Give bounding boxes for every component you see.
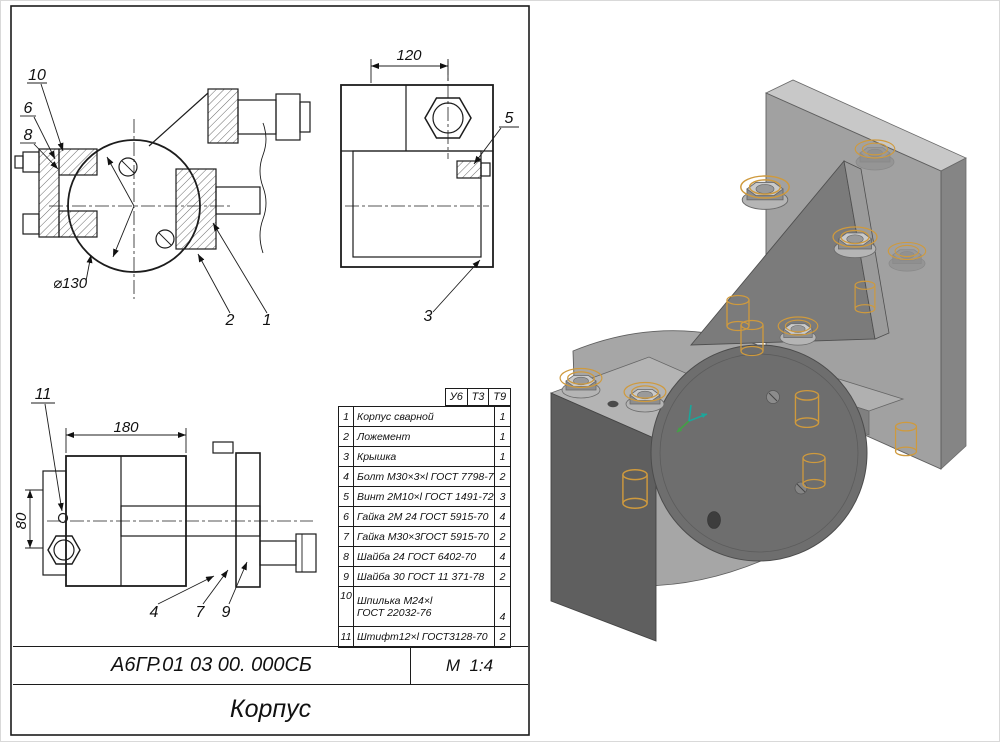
- bom-pos: 8: [339, 547, 354, 566]
- bom-qty: 3: [499, 490, 506, 503]
- bom-qty: 4: [499, 611, 506, 623]
- bom-qty: 1: [499, 410, 506, 423]
- face-screw-1: [766, 390, 780, 404]
- view-clamp-section: [14, 88, 311, 299]
- bom-name: Болт М30×3×l ГОСТ 7798-70: [354, 467, 495, 486]
- bom-qty: 4: [499, 550, 506, 563]
- block-top-hole: [607, 400, 619, 408]
- bom-name: Шпилька М24×l ГОСТ 22032-76: [354, 587, 495, 626]
- callout-3: 3: [424, 308, 433, 325]
- drum-center-hole: [707, 511, 721, 529]
- bom-row: 6 Гайка 2М 24 ГОСТ 5915-70 4: [339, 507, 510, 527]
- part-title: Корпус: [229, 695, 312, 723]
- bom-qty: 2: [499, 570, 506, 583]
- bom-row: 9 Шайба 30 ГОСТ 11 371-78 2: [339, 567, 510, 587]
- bom-pos: 5: [339, 487, 354, 506]
- bom-table: 1 Корпус сварной 1 2 Ложемент 1 3 Крышка…: [338, 406, 511, 648]
- bom-pos: 4: [339, 467, 354, 486]
- bom-name: Гайка 2М 24 ГОСТ 5915-70: [354, 507, 495, 526]
- bom-pos: 1: [339, 407, 354, 426]
- bom-row: 7 Гайка М30×3ГОСТ 5915-70 2: [339, 527, 510, 547]
- dim-diameter-130: ⌀130: [53, 275, 88, 292]
- bom-qty: 2: [499, 470, 506, 483]
- bom-pos: 6: [339, 507, 354, 526]
- doc-number: А6ГР.01 03 00. 000СБ: [13, 647, 411, 684]
- plate-side-facet: [940, 157, 967, 470]
- bom-name: Шайба 30 ГОСТ 11 371-78: [354, 567, 495, 586]
- bom-name: Корпус сварной: [354, 407, 495, 426]
- dim-120: 120: [396, 47, 422, 64]
- dim-180: 180: [113, 419, 139, 436]
- bom-row: 4 Болт М30×3×l ГОСТ 7798-70 2: [339, 467, 510, 487]
- drum-face: [650, 344, 868, 562]
- callout-9: 9: [222, 604, 231, 621]
- callout-5: 5: [505, 110, 514, 127]
- bom-row: 2 Ложемент 1: [339, 427, 510, 447]
- bom-name: Винт 2М10×l ГОСТ 1491-72: [354, 487, 495, 506]
- callout-11: 11: [35, 386, 52, 403]
- bom-qty: 2: [499, 631, 506, 643]
- bom-pos: 3: [339, 447, 354, 466]
- bom-pos: 7: [339, 527, 354, 546]
- bom-row: 11 Штифт12×l ГОСТ3128-70 2: [339, 627, 510, 647]
- scale-label: М 1:4: [445, 655, 494, 675]
- bom-pos: 11: [339, 627, 354, 647]
- bom-pos: 2: [339, 427, 354, 446]
- bom-qty: 1: [499, 450, 506, 463]
- face-screw-2: [794, 481, 808, 495]
- callout-2: 2: [225, 312, 235, 329]
- sheet-frame: [10, 5, 530, 736]
- bom-name: Штифт12×l ГОСТ3128-70: [354, 627, 495, 647]
- bom-row: 10 Шпилька М24×l ГОСТ 22032-76 4: [339, 587, 510, 627]
- title-block: А6ГР.01 03 00. 000СБ М 1:4 Корпус: [13, 646, 528, 735]
- block-front: [550, 392, 657, 642]
- coordinate-triad-icon: [676, 404, 708, 433]
- bom-qty: 1: [499, 430, 506, 443]
- bom-qty: 4: [499, 510, 506, 523]
- render-3d: [549, 79, 967, 642]
- bom-row: 5 Винт 2М10×l ГОСТ 1491-72 3: [339, 487, 510, 507]
- bom-pos: 10: [339, 587, 354, 626]
- callout-1: 1: [263, 312, 272, 329]
- bom-name: Ложемент: [354, 427, 495, 446]
- view-top-annotations: [370, 59, 519, 313]
- zone-cell: Т9: [493, 391, 507, 403]
- dim-80: 80: [13, 512, 30, 529]
- bom-name-line2: ГОСТ 22032-76: [357, 606, 432, 619]
- bom-name-line1: Шпилька М24×l: [357, 594, 433, 607]
- zone-strip: У6 Т3 Т9: [445, 388, 511, 406]
- bom-name: Гайка М30×3ГОСТ 5915-70: [354, 527, 495, 546]
- bom-row: 8 Шайба 24 ГОСТ 6402-70 4: [339, 547, 510, 567]
- view-side: [42, 441, 317, 588]
- callout-10: 10: [28, 67, 46, 84]
- view-clamp-annotations: [20, 82, 268, 314]
- zone-cell: У6: [446, 389, 468, 405]
- callout-7: 7: [196, 604, 206, 621]
- view-top: [340, 61, 494, 268]
- callout-8: 8: [24, 127, 33, 144]
- view-side-annotations: [25, 402, 248, 605]
- callout-6: 6: [24, 100, 33, 117]
- callout-4: 4: [150, 604, 159, 621]
- bom-qty: 2: [499, 530, 506, 543]
- zone-cell: Т3: [468, 389, 490, 405]
- bom-row: 3 Крышка 1: [339, 447, 510, 467]
- bom-name: Шайба 24 ГОСТ 6402-70: [354, 547, 495, 566]
- bom-name: Крышка: [354, 447, 495, 466]
- bom-row: 1 Корпус сварной 1: [339, 407, 510, 427]
- bom-pos: 9: [339, 567, 354, 586]
